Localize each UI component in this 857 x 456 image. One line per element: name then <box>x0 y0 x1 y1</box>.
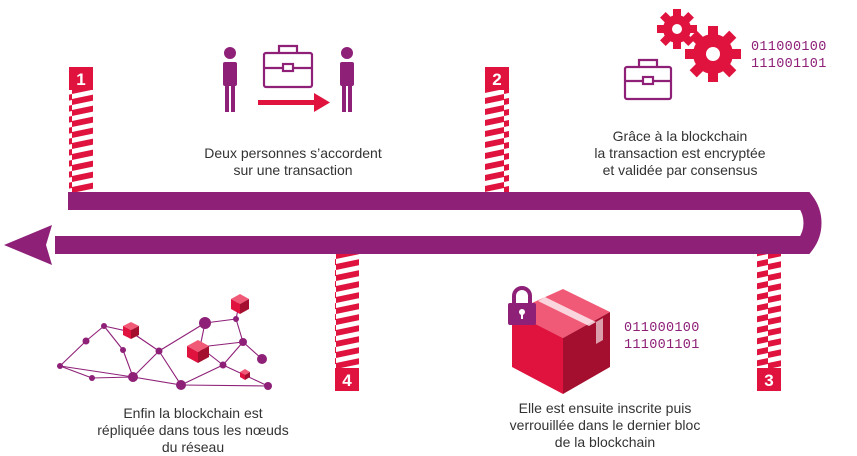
binary-line: 011000100 <box>624 321 700 336</box>
gear-icon <box>657 9 697 49</box>
person-icon <box>340 47 354 112</box>
step-number-4: 4 <box>342 371 352 390</box>
step-marker-3: 3 <box>757 254 781 391</box>
caption-line: sur une transaction <box>233 162 353 178</box>
timeline-path <box>4 192 822 265</box>
step-2-caption: Grâce à la blockchain la transaction est… <box>565 128 795 179</box>
caption-line: et validée par consensus <box>602 162 758 178</box>
briefcase-icon <box>623 58 673 101</box>
step-number-2: 2 <box>492 70 501 89</box>
step-number-3: 3 <box>764 371 773 390</box>
step-4-caption: Enfin la blockchain est répliquée dans t… <box>78 405 308 456</box>
step-marker-4: 4 <box>335 254 359 391</box>
block-box-icon <box>187 340 209 363</box>
block-box-icon <box>231 294 249 314</box>
caption-line: verrouillée dans le dernier bloc <box>509 417 701 433</box>
person-icon <box>223 47 237 112</box>
caption-line: du réseau <box>161 439 225 455</box>
timeline-arrowhead <box>4 225 52 265</box>
caption-line: Enfin la blockchain est <box>123 405 263 421</box>
caption-line: Deux personnes s’accordent <box>204 145 382 161</box>
step-number-1: 1 <box>76 70 85 89</box>
arrow-right-icon <box>258 93 330 112</box>
caption-line: Grâce à la blockchain <box>612 128 748 144</box>
step-marker-2: 2 <box>485 67 509 192</box>
padlock-icon <box>508 286 536 325</box>
gear-icon <box>685 26 741 82</box>
step-3-caption: Elle est ensuite inscrite puis verrouill… <box>490 400 720 451</box>
block-box-icon <box>123 322 139 339</box>
caption-line: la transaction est encryptée <box>594 145 766 161</box>
caption-line: de la blockchain <box>554 434 656 450</box>
block-box-icon <box>512 289 610 394</box>
network-icon <box>57 294 272 390</box>
step-1-caption: Deux personnes s’accordent sur une trans… <box>178 145 408 179</box>
binary-line: 111001101 <box>751 57 827 72</box>
step-marker-1: 1 <box>69 67 93 192</box>
caption-line: Elle est ensuite inscrite puis <box>518 400 692 416</box>
binary-line: 111001101 <box>624 338 700 353</box>
caption-line: répliquée dans tous les nœuds <box>97 422 289 438</box>
step-3-binary: 011000100 111001101 <box>624 320 700 354</box>
block-box-icon <box>240 369 250 380</box>
binary-line: 011000100 <box>751 40 827 55</box>
step-2-binary: 011000100 111001101 <box>751 39 827 73</box>
briefcase-icon <box>262 44 314 89</box>
